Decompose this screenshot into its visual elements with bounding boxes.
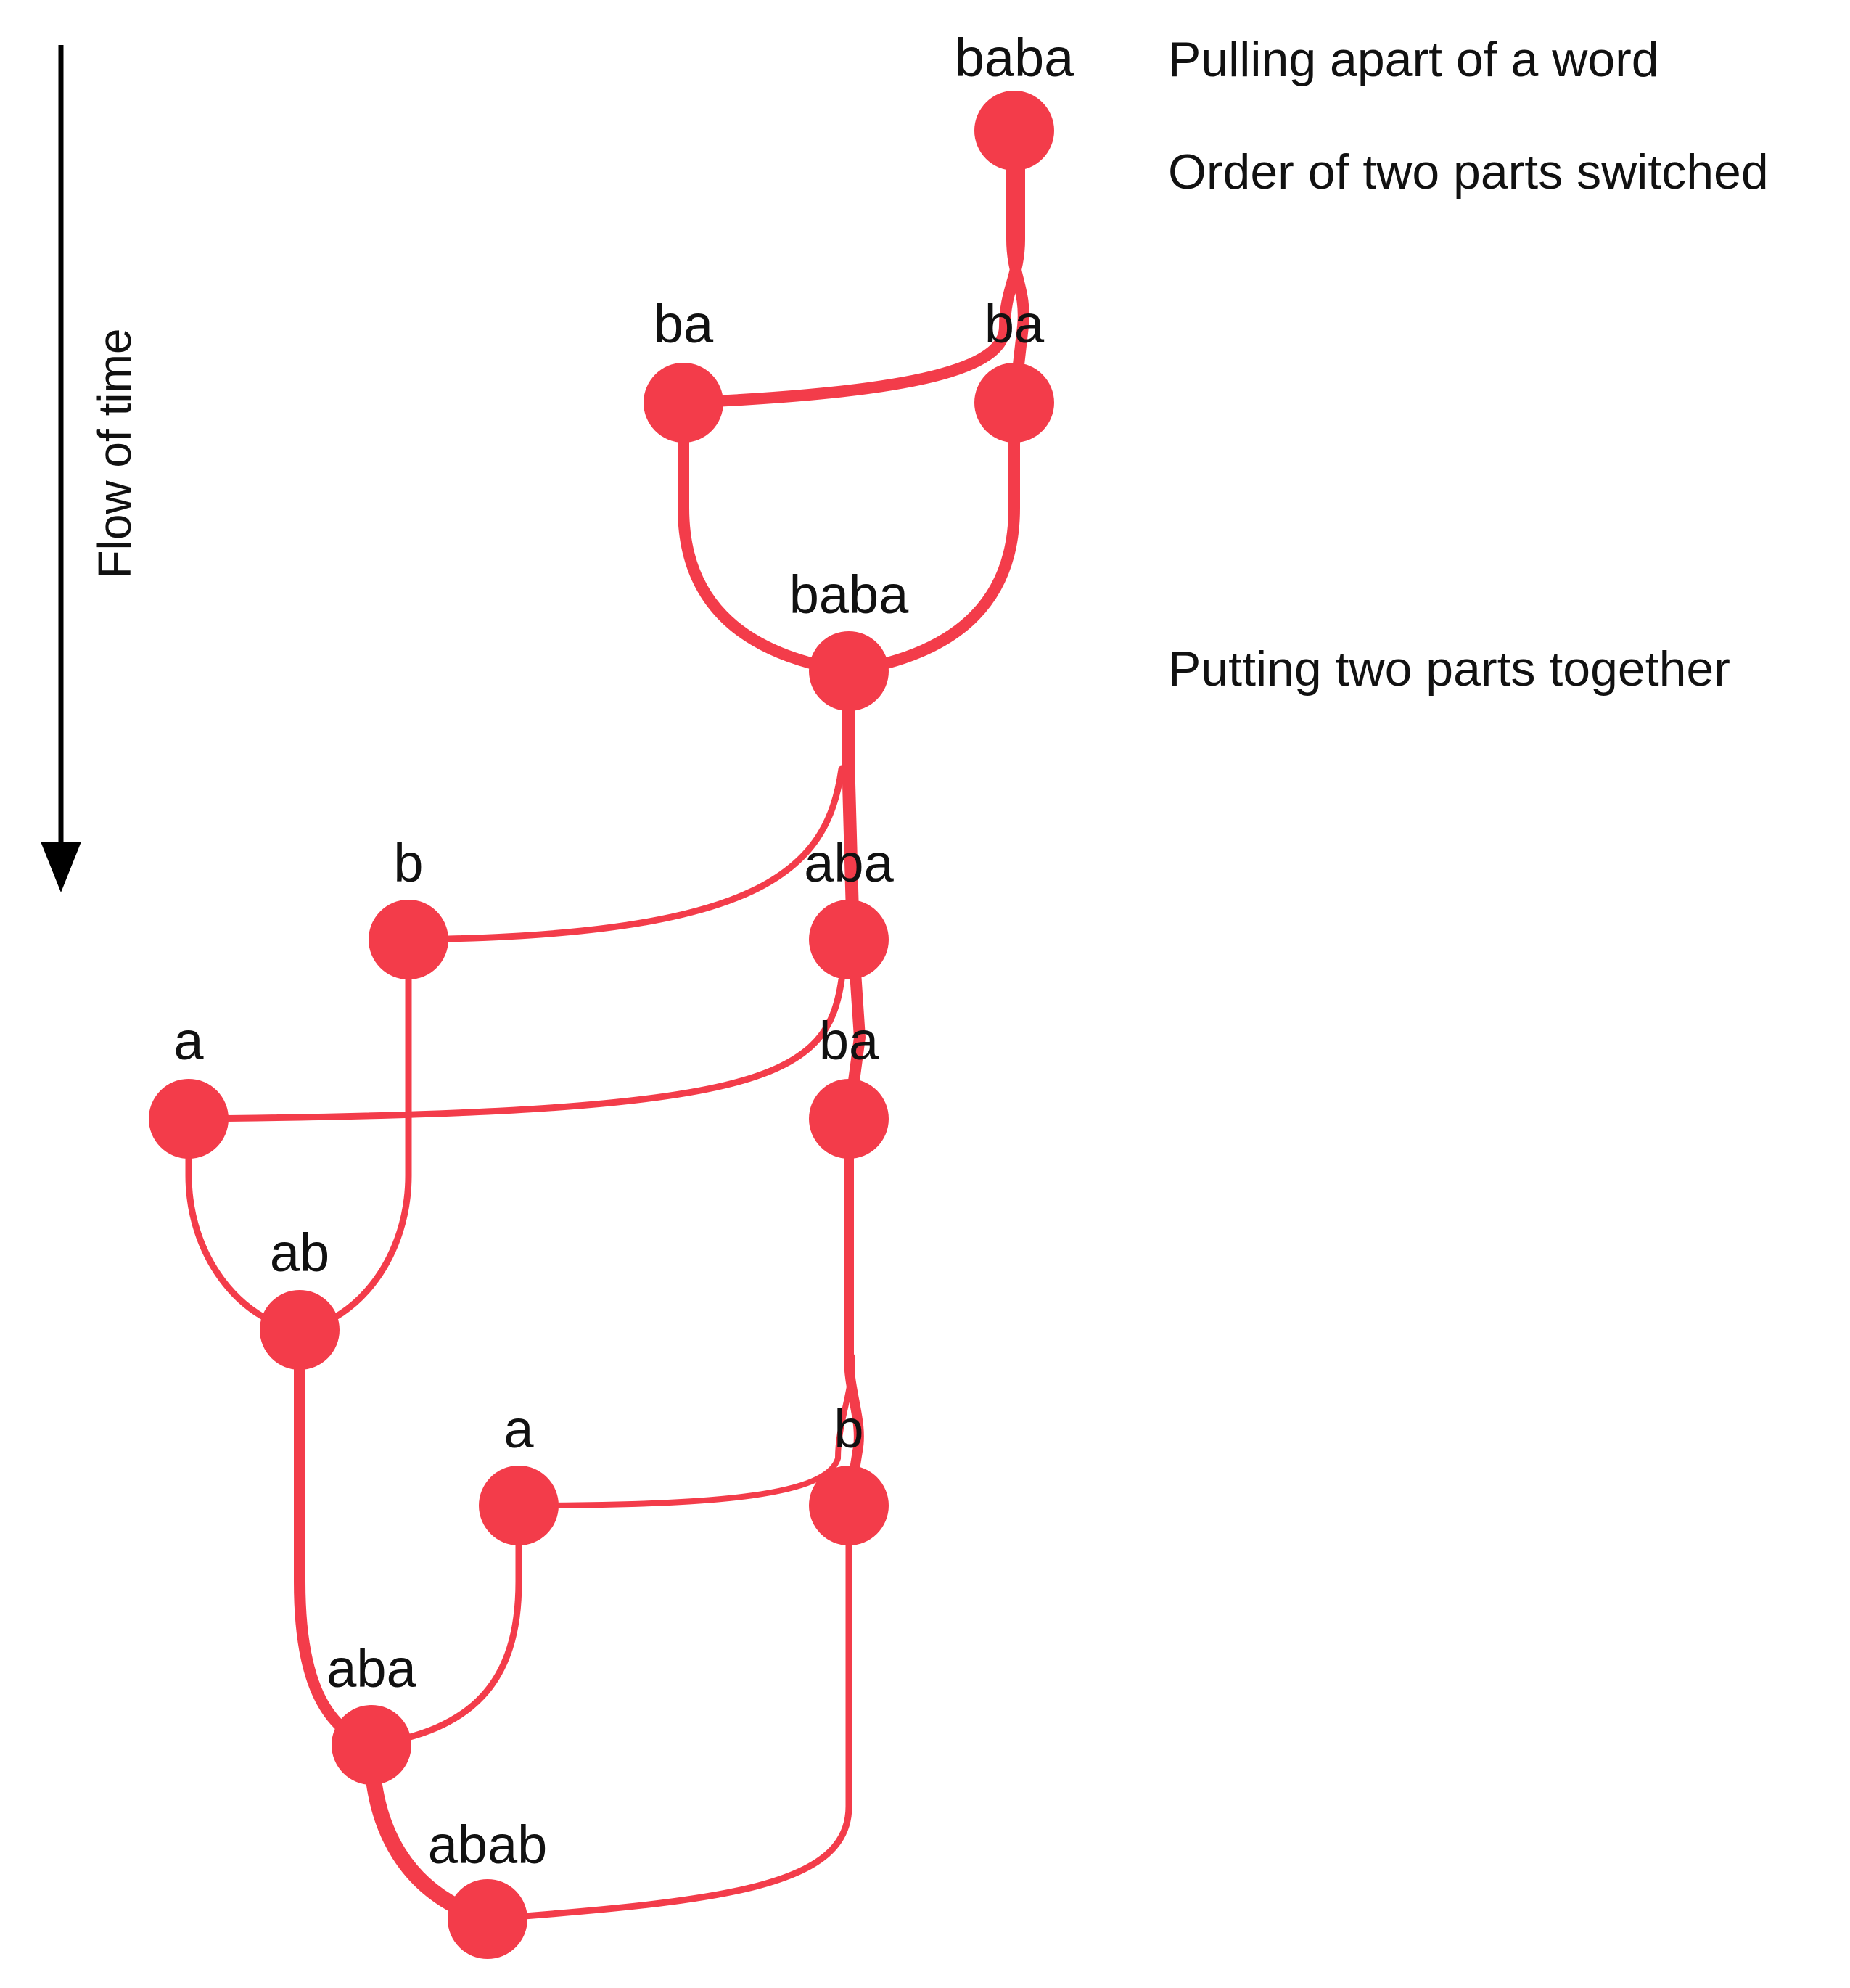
strand-n6-n7: [185, 976, 845, 1122]
node-label-n7: a: [173, 1011, 204, 1071]
node-label-n4: baba: [789, 564, 909, 625]
strands: [185, 125, 1029, 1927]
strand-n3-n4: [843, 397, 1020, 677]
node-labels: baba ba ba baba b aba a ba ab a b aba ab…: [173, 28, 1074, 1875]
node-n12: [332, 1705, 411, 1785]
node-label-n11: b: [834, 1399, 863, 1459]
node-n2: [644, 363, 723, 443]
node-n8: [809, 1079, 889, 1159]
strand-n4-n6: [842, 665, 860, 946]
node-label-n12: aba: [326, 1638, 416, 1699]
strand-n1-n2: [678, 125, 1025, 408]
node-n7: [149, 1079, 229, 1159]
node-label-n8: ba: [819, 1011, 879, 1071]
annotation-switch-order: Order of two parts switched: [1168, 144, 1769, 200]
node-n4: [809, 631, 889, 711]
time-axis: Flow of time: [41, 45, 141, 892]
node-n9: [260, 1290, 340, 1370]
strand-n1-n3: [1006, 125, 1029, 408]
time-axis-arrowhead: [41, 842, 81, 892]
node-n6: [809, 900, 889, 979]
node-label-n3: ba: [984, 294, 1045, 354]
node-n11: [809, 1466, 889, 1545]
node-n10: [479, 1466, 559, 1545]
strand-n11-n13: [484, 1502, 852, 1923]
node-label-n6: aba: [804, 833, 894, 893]
strand-n8-n10: [516, 1354, 855, 1508]
nodes: [149, 91, 1054, 1959]
strand-n2-n4: [678, 397, 855, 677]
node-label-n2: ba: [654, 294, 714, 354]
time-axis-label: Flow of time: [89, 329, 141, 579]
node-label-n1: baba: [955, 28, 1074, 88]
strand-n4-n5: [405, 765, 845, 943]
node-n3: [974, 363, 1054, 443]
node-n1: [974, 91, 1054, 171]
strand-n8-n11: [844, 1114, 864, 1511]
node-n5: [369, 900, 448, 979]
node-label-n13: abab: [428, 1815, 548, 1875]
node-label-n9: ab: [270, 1223, 329, 1283]
node-label-n5: b: [393, 833, 423, 893]
annotation-pull-apart: Pulling apart of a word: [1168, 32, 1659, 87]
node-n13: [448, 1879, 527, 1959]
annotations: Pulling apart of a word Order of two par…: [1168, 32, 1769, 697]
strand-n10-n12: [368, 1502, 522, 1749]
annotation-put-together: Putting two parts together: [1168, 641, 1730, 697]
node-label-n10: a: [503, 1399, 534, 1459]
